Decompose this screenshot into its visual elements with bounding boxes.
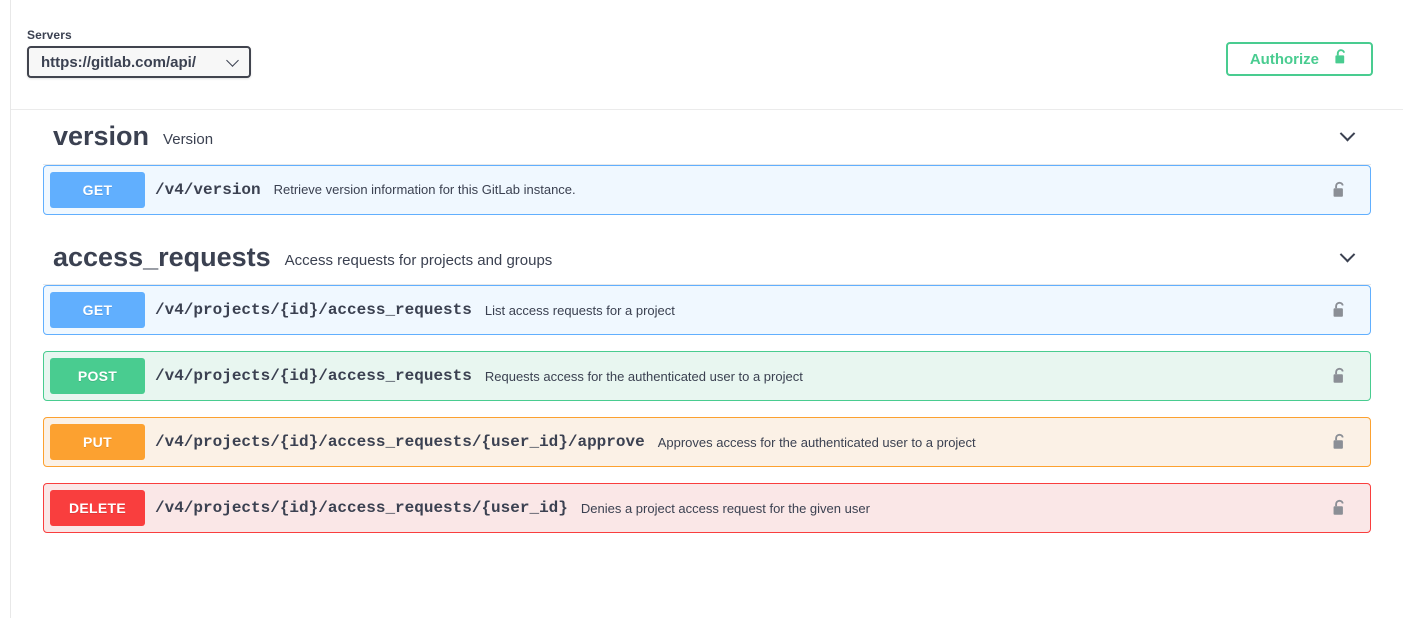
server-select[interactable]: https://gitlab.com/api/	[27, 46, 251, 78]
http-method-badge: GET	[50, 292, 145, 329]
servers-label: Servers	[27, 28, 72, 42]
operation-summary: Retrieve version information for this Gi…	[273, 182, 576, 198]
operation-summary: Requests access for the authenticated us…	[484, 368, 803, 384]
http-method-badge: DELETE	[50, 490, 145, 527]
unlocked-padlock-icon[interactable]	[1331, 498, 1348, 523]
tag-header-access-requests[interactable]: access_requests Access requests for proj…	[43, 231, 1371, 286]
chevron-down-icon[interactable]	[1337, 246, 1357, 268]
unlocked-padlock-icon[interactable]	[1331, 180, 1348, 205]
tag-section-access-requests: access_requests Access requests for proj…	[11, 231, 1403, 534]
http-method-badge: GET	[50, 171, 145, 208]
tag-name: version	[53, 121, 150, 151]
servers-block: Servers https://gitlab.com/api/	[27, 28, 251, 78]
operation-path: /v4/projects/{id}/access_requests/{user_…	[155, 433, 645, 452]
tag-description: Access requests for projects and groups	[284, 252, 553, 270]
authorize-button[interactable]: Authorize	[1225, 42, 1373, 76]
operation-path: /v4/projects/{id}/access_requests/{user_…	[155, 499, 568, 518]
unlocked-padlock-icon[interactable]	[1331, 432, 1348, 457]
unlocked-padlock-icon	[1333, 48, 1349, 70]
operation-path: /v4/projects/{id}/access_requests	[155, 367, 472, 386]
tag-name: access_requests	[53, 241, 271, 272]
operation-summary: Approves access for the authenticated us…	[657, 434, 976, 450]
authorize-button-label: Authorize	[1249, 50, 1319, 68]
auth-wrapper: Authorize	[1225, 42, 1373, 76]
operation-row[interactable]: GET /v4/projects/{id}/access_requests Li…	[43, 285, 1371, 336]
unlocked-padlock-icon[interactable]	[1331, 366, 1348, 391]
operation-path: /v4/projects/{id}/access_requests	[155, 301, 472, 320]
server-select-value: https://gitlab.com/api/	[41, 53, 197, 71]
scheme-container: Servers https://gitlab.com/api/ Authoriz…	[11, 0, 1403, 110]
http-method-badge: PUT	[50, 424, 145, 461]
operation-row[interactable]: POST /v4/projects/{id}/access_requests R…	[43, 351, 1371, 402]
operation-row[interactable]: PUT /v4/projects/{id}/access_requests/{u…	[43, 417, 1371, 468]
operation-row[interactable]: GET /v4/version Retrieve version informa…	[43, 164, 1371, 215]
chevron-down-icon	[226, 54, 239, 67]
unlocked-padlock-icon[interactable]	[1331, 300, 1348, 325]
operation-path: /v4/version	[155, 180, 261, 199]
operation-summary: Denies a project access request for the …	[580, 500, 870, 516]
tag-section-version: version Version GET /v4/version Retrieve…	[11, 110, 1403, 215]
tag-description: Version	[163, 131, 214, 149]
operations-wrapper: version Version GET /v4/version Retrieve…	[11, 110, 1403, 549]
operation-row[interactable]: DELETE /v4/projects/{id}/access_requests…	[43, 483, 1371, 534]
container-left-rule	[10, 0, 11, 618]
tag-header-version[interactable]: version Version	[43, 110, 1371, 165]
chevron-down-icon[interactable]	[1337, 126, 1357, 147]
http-method-badge: POST	[50, 358, 145, 395]
operation-summary: List access requests for a project	[484, 302, 675, 318]
